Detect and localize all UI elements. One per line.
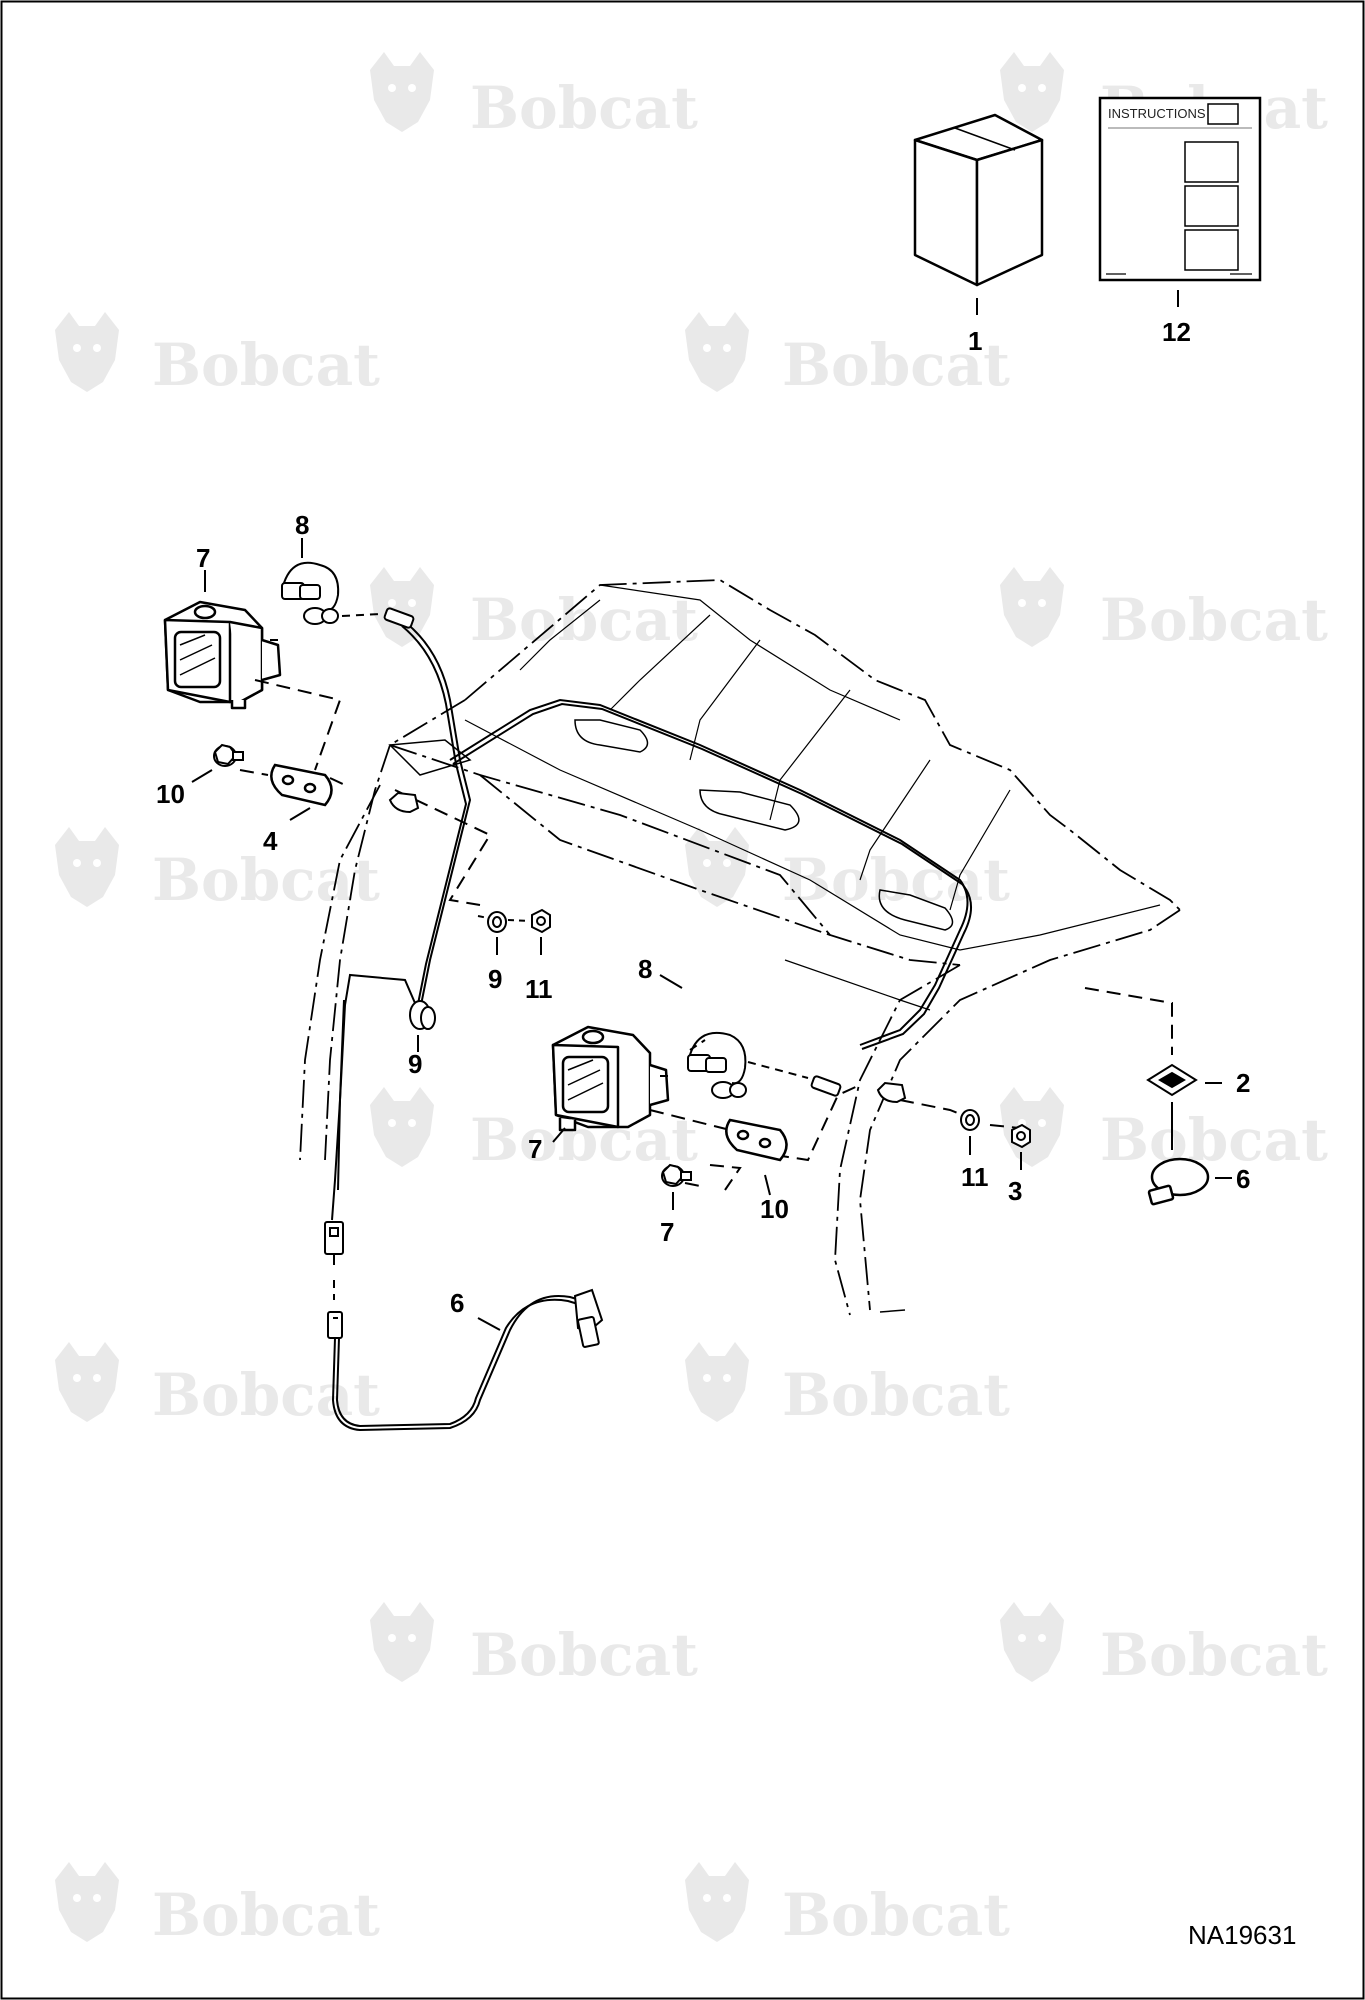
watermark-text: Bobcat [782,1881,1010,1949]
leader-line [191,769,213,783]
part-3-tie-mount [1146,1063,1198,1097]
callout-label: 8 [295,510,309,540]
part-10-bolt-left [213,743,244,767]
harness-connector-upper [324,1221,344,1265]
part-4-bracket-left [270,763,333,807]
harness-plug-left [383,607,415,629]
dashed-leader [747,1061,809,1079]
instructions-label: INSTRUCTIONS [1108,106,1206,121]
leader-line [289,807,311,821]
leader-line [552,1127,566,1143]
part-6-connector [573,1288,604,1348]
callout-label: 3 [1008,1176,1022,1206]
left-harness [331,621,472,1221]
watermark-text: Bobcat [152,1361,380,1429]
leader-line [659,974,683,989]
part-8-socket-right [687,1031,747,1099]
callout-label: 2 [1236,1068,1250,1098]
roof-mount-hole-left [388,791,420,814]
callout-label: 9 [408,1049,422,1079]
callout-label: 4 [263,826,278,856]
part-4-bracket-right [725,1118,788,1162]
part-9-washer-left [487,911,507,933]
roof-mount-hole-right [876,1081,907,1104]
left-mount-leaders [239,679,492,906]
part-5-grommet [409,1000,436,1030]
callout-label: 7 [196,543,210,573]
callout-label: 6 [1236,1164,1250,1194]
callout-label: 8 [638,954,652,984]
watermark-text: Bobcat [152,1881,380,1949]
part-6-harness [331,1295,581,1432]
roof-harness [449,698,972,1050]
part-9-washer-right [960,1109,980,1131]
callout-label: 6 [450,1288,464,1318]
watermark-layer: Bobcat Bobcat Bobcat Bobcat Bobcat Bobca… [55,52,1328,1949]
watermark-text: Bobcat [152,331,380,399]
watermark-text: Bobcat [470,1621,698,1689]
part-7-work-light-left [163,600,282,710]
watermark-text: Bobcat [1100,1621,1328,1689]
part-1-box [913,113,1044,287]
drawing-number: NA19631 [1188,1920,1296,1950]
harness-connector-lower [327,1311,343,1339]
dashed-leader [341,613,381,617]
cab-roof-outline [299,579,1181,1316]
watermark-text: Bobcat [1100,1106,1328,1174]
callout-label: 9 [488,964,502,994]
callout-label: 10 [156,779,185,809]
leader-line [764,1174,771,1196]
watermark-text: Bobcat [152,846,380,914]
callout-label: 11 [961,1162,989,1192]
harness-plug-right [810,1075,842,1097]
dashed-leader [477,915,489,919]
callout-label: 7 [528,1134,542,1164]
watermark-text: Bobcat [470,74,698,142]
dashed-leader [689,1039,706,1051]
watermark-text: Bobcat [782,331,1010,399]
leader-line [477,1317,501,1331]
part-8-socket-left [281,561,340,625]
watermark-text: Bobcat [782,1361,1010,1429]
part-2-cable-tie [1147,1157,1210,1206]
part-7-work-light-right [551,1025,670,1132]
part-11-nut-left [531,908,551,934]
callout-label: 1 [968,326,982,356]
dashed-leader [507,919,531,922]
callout-label: 7 [660,1217,674,1247]
part-10-bolt-right [661,1163,692,1187]
callout-label: 11 [525,974,553,1004]
part-12-instructions: INSTRUCTIONS [1098,96,1262,282]
right-tie-leaders [1084,987,1173,1055]
watermark-text: Bobcat [1100,586,1328,654]
callout-label: 12 [1162,317,1191,347]
part-11-nut-right [1011,1123,1031,1149]
watermark-text: Bobcat [470,586,698,654]
watermark-text: Bobcat [782,846,1010,914]
callout-label: 10 [760,1194,789,1224]
